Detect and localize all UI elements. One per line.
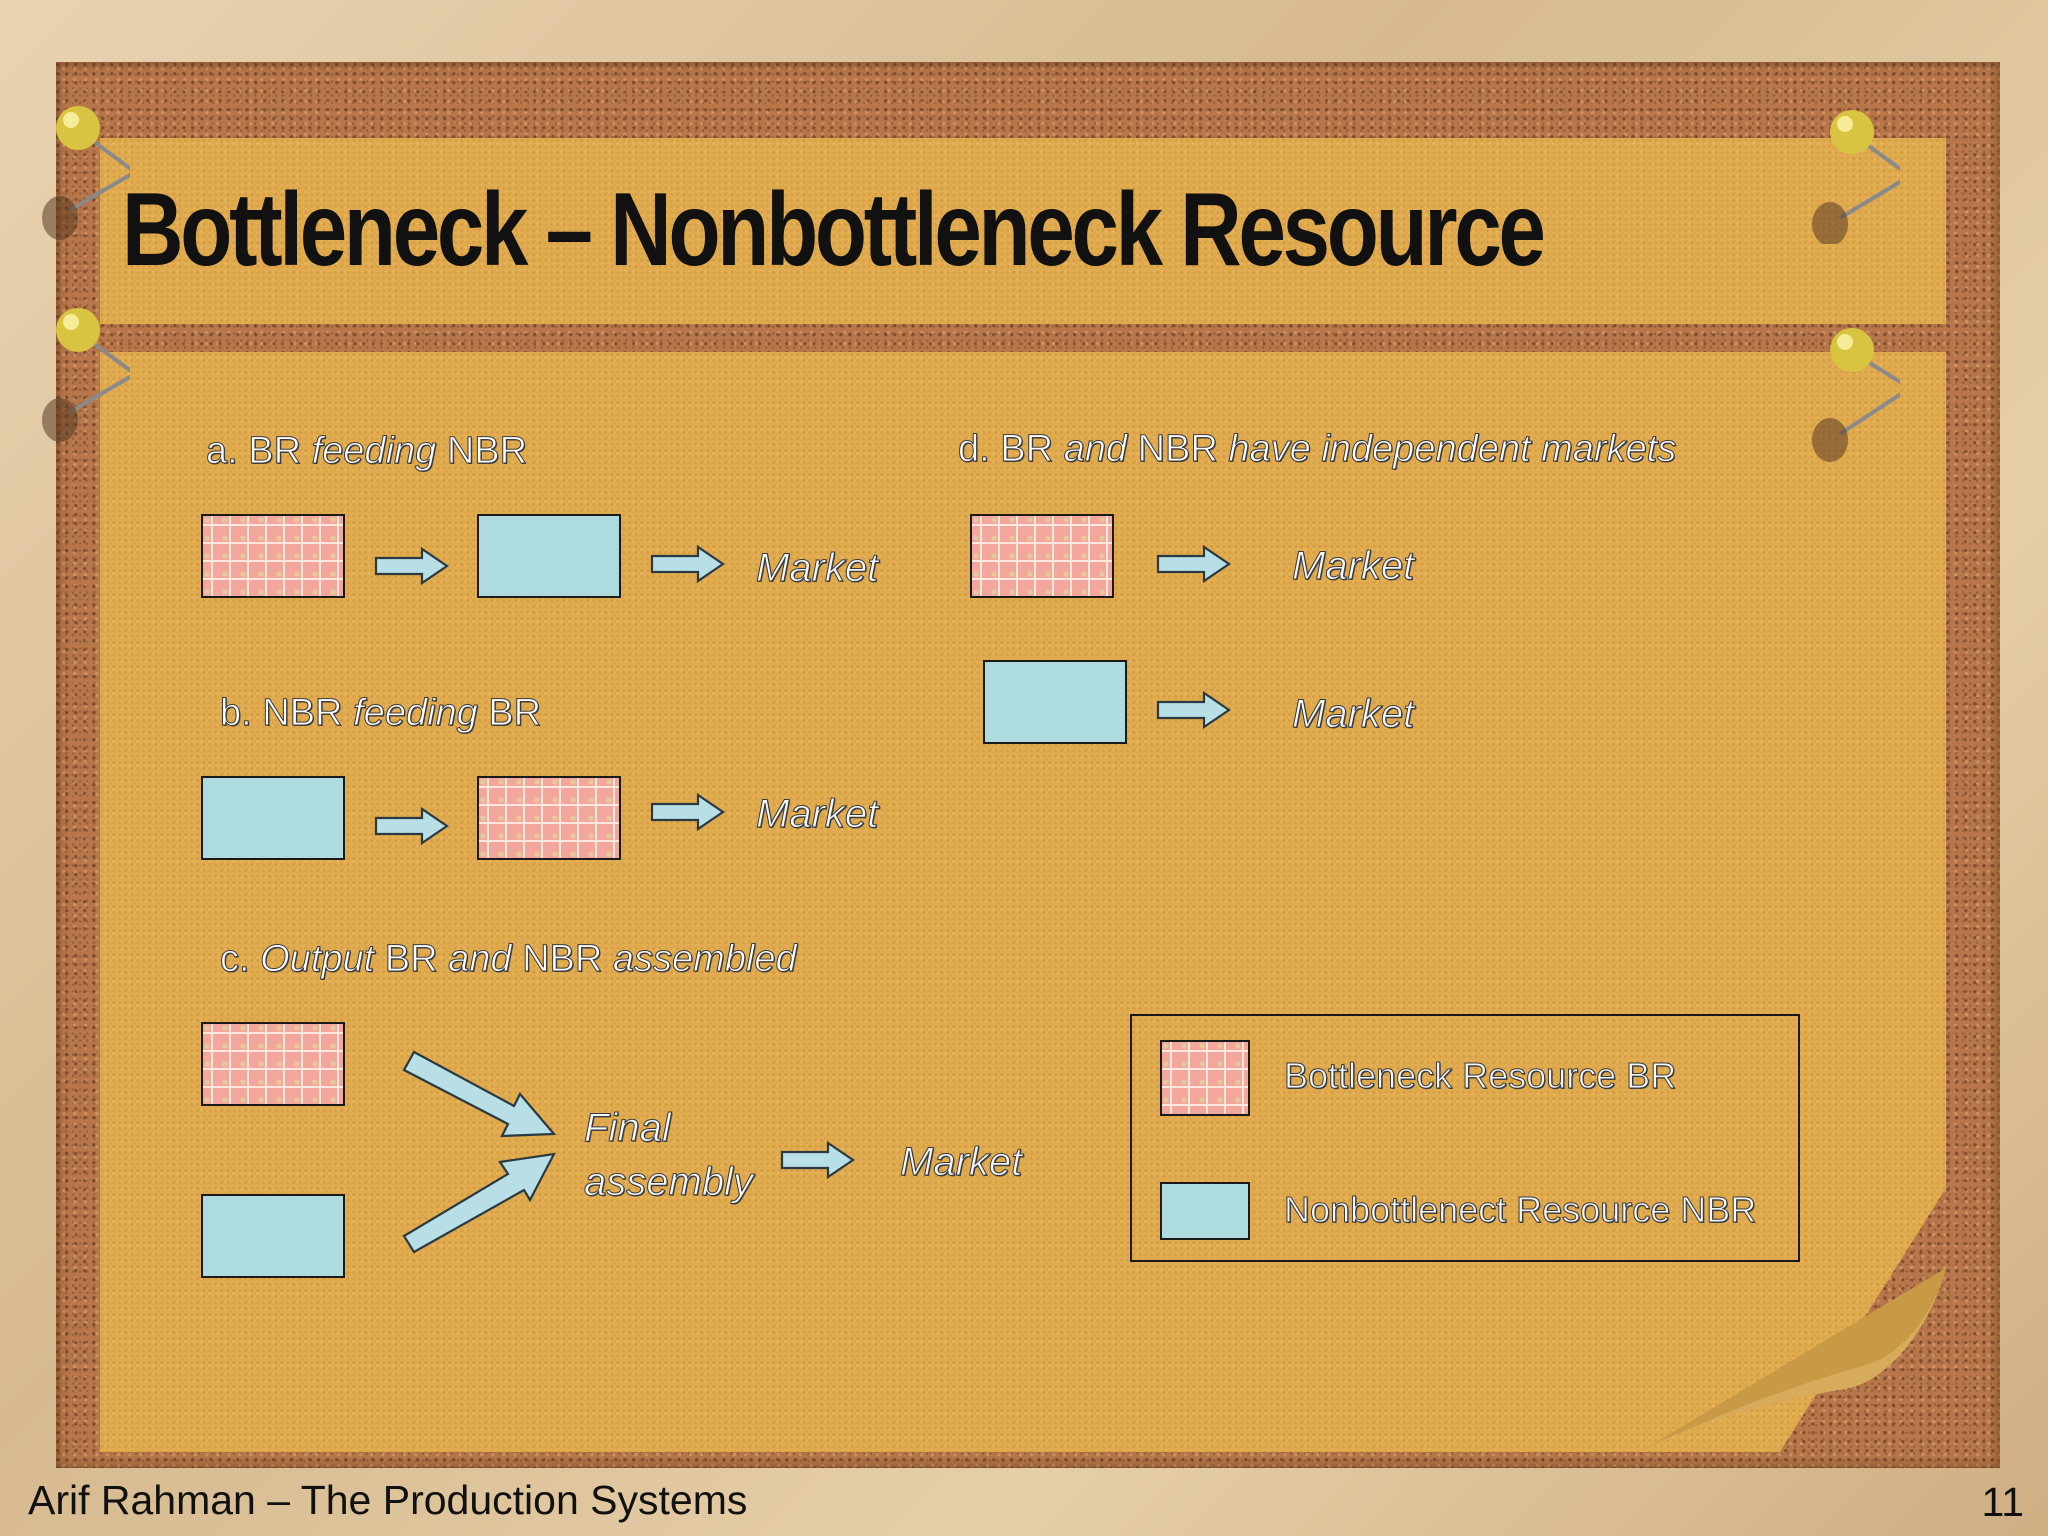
slide-title: Bottleneck – Nonbottleneck Resource bbox=[122, 172, 1546, 288]
section-c-label: c. Output BR and NBR assembled bbox=[219, 938, 797, 980]
legend-br-label: Bottleneck Resource BR bbox=[1283, 1055, 1677, 1096]
final-assembly-line2: assembly bbox=[584, 1160, 754, 1204]
section-b-label: b. NBR feeding BR bbox=[219, 692, 542, 734]
br-box bbox=[201, 1022, 345, 1106]
title-paper bbox=[100, 138, 1946, 324]
right-arrow-icon bbox=[1156, 690, 1232, 730]
nbr-box bbox=[201, 776, 345, 860]
br-box bbox=[201, 514, 345, 598]
nbr-box bbox=[201, 1194, 345, 1278]
market-label: Market bbox=[1291, 692, 1415, 736]
pushpin-icon bbox=[1812, 328, 1900, 462]
market-label: Market bbox=[755, 546, 879, 590]
right-arrow-icon bbox=[650, 792, 726, 832]
section-d-label: d. BR and NBR have independent markets bbox=[958, 428, 1677, 470]
market-label: Market bbox=[899, 1140, 1023, 1184]
pushpin-icon bbox=[1812, 110, 1900, 244]
br-box bbox=[970, 514, 1114, 598]
footer-text: Arif Rahman – The Production Systems bbox=[28, 1477, 748, 1523]
market-label: Market bbox=[755, 792, 879, 836]
pushpin-icon bbox=[42, 308, 130, 442]
right-arrow-icon bbox=[374, 806, 450, 846]
legend: Bottleneck Resource BR Nonbottlenect Res… bbox=[1130, 1014, 1800, 1262]
page-curl bbox=[1640, 1268, 1946, 1452]
right-arrow-icon bbox=[780, 1140, 856, 1180]
br-box bbox=[477, 776, 621, 860]
right-arrow-icon bbox=[374, 546, 450, 586]
right-arrow-icon bbox=[650, 544, 726, 584]
right-arrow-icon bbox=[1156, 544, 1232, 584]
section-a-label: a. BR feeding NBR bbox=[206, 430, 528, 472]
market-label: Market bbox=[1291, 544, 1415, 588]
pushpin-icon bbox=[42, 106, 130, 240]
legend-nbr-swatch bbox=[1160, 1182, 1250, 1240]
nbr-box bbox=[983, 660, 1127, 744]
converging-arrows-icon bbox=[402, 1050, 557, 1254]
nbr-box bbox=[477, 514, 621, 598]
legend-nbr-label: Nonbottlenect Resource NBR bbox=[1283, 1189, 1757, 1230]
legend-br-swatch bbox=[1160, 1040, 1250, 1116]
page-number: 11 bbox=[1981, 1479, 2024, 1525]
final-assembly-line1: Final bbox=[584, 1106, 672, 1150]
